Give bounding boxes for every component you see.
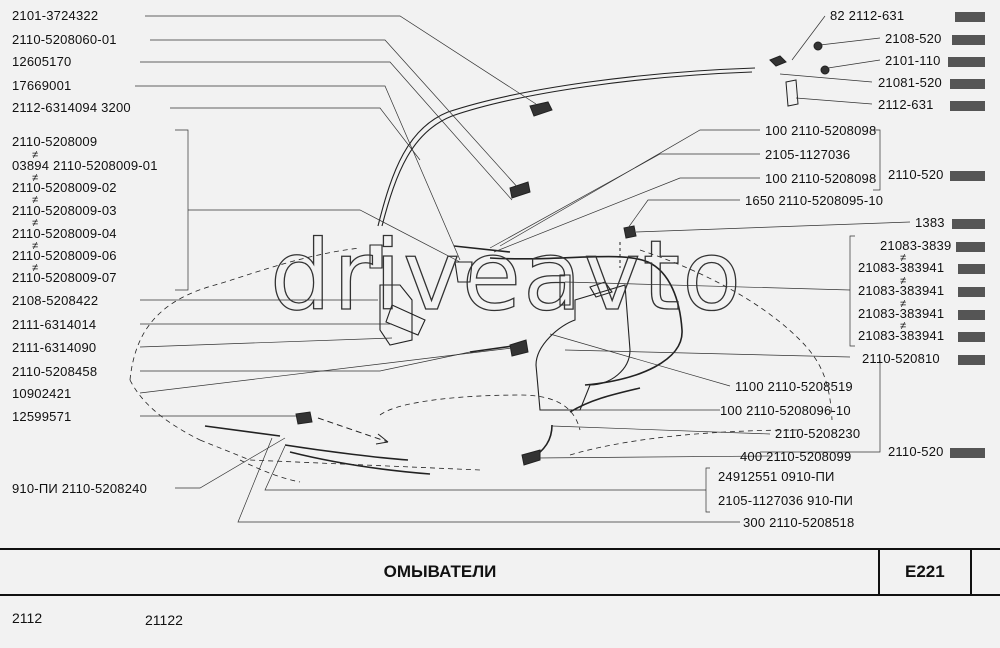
part-label: 2105-1127036 910-ПИ [718, 493, 854, 508]
part-label: 2112-631 [878, 97, 934, 112]
part-label: 21081-520 [878, 75, 942, 90]
redaction-bar [952, 35, 985, 45]
part-label: 2111-6314014 [12, 317, 97, 332]
part-label: 2108-520 [885, 31, 942, 46]
redaction-bar [950, 448, 985, 458]
redaction-bar [958, 264, 985, 274]
part-label: 1383 [915, 215, 945, 230]
redaction-bar [950, 101, 985, 111]
part-label: 24912551 0910-ПИ [718, 469, 835, 484]
redaction-bar [958, 355, 985, 365]
windshield-frame [377, 67, 756, 227]
not-equal-icon: ≠ [900, 298, 907, 310]
direction-arrows [317, 242, 621, 445]
part-label: 2110-5208060-01 [12, 32, 117, 47]
part-label: 2105-1127036 [765, 147, 851, 162]
not-equal-icon: ≠ [900, 320, 907, 332]
redaction-bar [958, 332, 985, 342]
part-label: 2110-520 [888, 444, 944, 459]
not-equal-icon: ≠ [900, 252, 907, 264]
page-code: Е221 [905, 562, 945, 581]
part-label: 2110-5208009 [12, 134, 98, 149]
part-label: 21083-383941 [858, 283, 945, 298]
watermark: driveavto [269, 219, 743, 332]
part-label: 910-ПИ 2110-5208240 [12, 481, 148, 496]
small-fittings [295, 41, 830, 466]
not-equal-icon: ≠ [32, 194, 39, 206]
not-equal-icon: ≠ [32, 217, 39, 229]
car-outline [129, 247, 833, 483]
part-label: 2110-5208009-02 [12, 180, 117, 195]
part-label: 2111-6314090 [12, 340, 97, 355]
part-label: 2110-5208009-06 [12, 248, 117, 263]
part-label: 21083-3839 [880, 238, 952, 253]
redaction-bar [956, 242, 985, 252]
part-label: 2110-520810 [862, 351, 940, 366]
part-label: 21083-383941 [858, 260, 945, 275]
part-label: 400 2110-5208099 [740, 449, 852, 464]
part-label: 2101-110 [885, 53, 941, 68]
footer-top-rule [0, 548, 1000, 550]
part-label: 2101-3724322 [12, 8, 99, 23]
washer-system-diagram [129, 15, 911, 523]
part-label: 12599571 [12, 409, 72, 424]
part-label: 2110-5208009-03 [12, 203, 117, 218]
part-label: 100 2110-5208096-10 [720, 403, 851, 418]
part-label: 2110-5208230 [775, 426, 861, 441]
part-label: 12605170 [12, 54, 72, 69]
redaction-bar [958, 287, 985, 297]
part-label: 100 2110-5208098 [765, 123, 877, 138]
part-label: 1100 2110-5208519 [735, 379, 853, 394]
headlamp-washer-unit [369, 244, 473, 346]
not-equal-icon: ≠ [32, 240, 39, 252]
redaction-bar [948, 57, 985, 67]
not-equal-icon: ≠ [32, 149, 39, 161]
part-label: 10902421 [12, 386, 72, 401]
redaction-bar [958, 310, 985, 320]
part-label: 2110-5208009-04 [12, 226, 117, 241]
part-label: 2108-5208422 [12, 293, 99, 308]
not-equal-icon: ≠ [32, 262, 39, 274]
page-title: ОМЫВАТЕЛИ [383, 562, 497, 581]
model-label: 2112 [12, 610, 43, 626]
washer-hoses [204, 245, 683, 475]
footer-divider [878, 548, 880, 596]
part-label: 2112-6314094 3200 [12, 100, 131, 115]
footer-divider [970, 548, 972, 596]
part-label: 21083-383941 [858, 328, 945, 343]
part-label: 03894 2110-5208009-01 [12, 158, 158, 173]
part-label: 2110-5208458 [12, 364, 98, 379]
redaction-bar [955, 12, 985, 22]
model-label: 21122 [145, 612, 183, 628]
not-equal-icon: ≠ [32, 172, 39, 184]
part-label: 300 2110-5208518 [743, 515, 855, 530]
footer-bottom-rule [0, 594, 1000, 596]
leader-lines [135, 15, 911, 523]
not-equal-icon: ≠ [900, 275, 907, 287]
part-label: 17669001 [12, 78, 72, 93]
part-label: 21083-383941 [858, 306, 945, 321]
part-label: 2110-520 [888, 167, 944, 182]
redaction-bar [952, 219, 985, 229]
part-label: 1650 2110-5208095-10 [745, 193, 884, 208]
part-label: 82 2112-631 [830, 8, 905, 23]
redaction-bar [950, 171, 985, 181]
part-label: 2110-5208009-07 [12, 270, 117, 285]
redaction-bar [950, 79, 985, 89]
part-label: 100 2110-5208098 [765, 171, 877, 186]
